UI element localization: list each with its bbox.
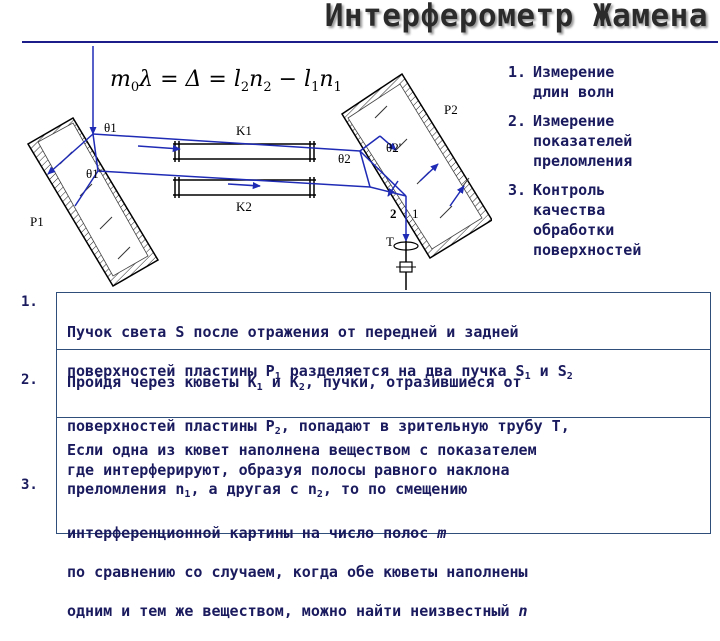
plate-p1 [26,116,160,288]
title-underline [22,41,718,43]
separator [57,349,710,350]
label-theta1-prime: θ1' [86,166,101,181]
explanation-panel: Пучок света S после отражения от передне… [56,292,711,620]
label-p1: P1 [30,214,44,229]
application-item: 1. Измерение длин волн [508,63,615,101]
label-beam-1: 1 [412,206,419,221]
application-item: 3. Контроль качества обработки поверхнос… [508,181,642,259]
separator [57,417,710,418]
label-k1: K1 [236,123,252,138]
label-telescope-t: T [386,234,394,249]
slide-title: Интерферометр Жамена [324,0,708,34]
label-theta1: θ1 [104,120,117,135]
plate-p2 [340,72,494,260]
label-theta2-prime: θ2' [386,140,401,155]
point-text-3: Если одна из кювет наполнена веществом с… [67,440,537,620]
light-beams [47,46,465,242]
point-number-1: 1. [21,294,38,310]
label-k2: K2 [236,199,252,214]
telescope-t [393,241,419,290]
label-theta2: θ2 [338,151,351,166]
interferometer-diagram: m0λ = Δ = l2n2 − l1n1 [20,46,494,290]
point-text-1: Пучок света S после отражения от передне… [67,322,573,382]
point-number-3: 3. [21,477,38,493]
point-number-2: 2. [21,372,38,388]
label-p2: P2 [444,102,458,117]
formula: m0λ = Δ = l2n2 − l1n1 [110,67,342,95]
application-item: 2. Измерение показателей преломления [508,112,633,170]
label-beam-2: 2 [390,206,397,221]
point-text-2: Пройдя через кюветы K1 и K2, пучки, отра… [67,372,570,479]
applications-list: 1. Измерение длин волн 2. Измерение пока… [508,62,718,269]
